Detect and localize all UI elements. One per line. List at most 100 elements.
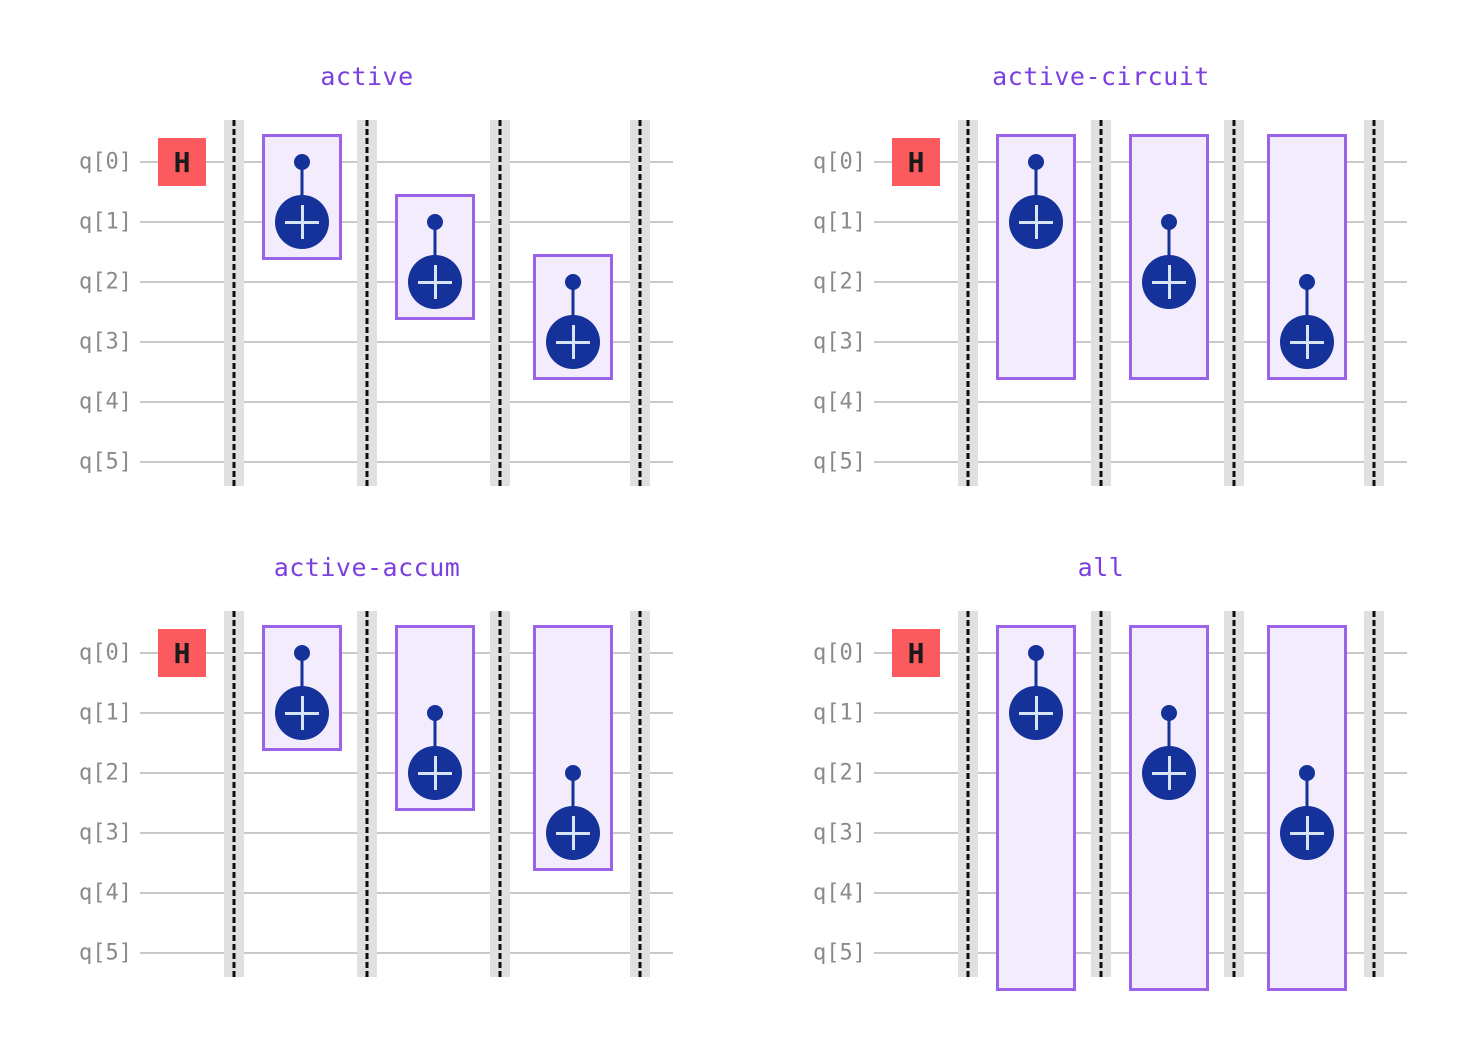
cnot-control-dot	[427, 214, 443, 230]
hadamard-gate-q0[interactable]: H	[158, 138, 206, 186]
barrier-dashed-line-0	[966, 120, 970, 486]
circuit-active-accum: q[0]q[1]q[2]q[3]q[4]q[5]H	[0, 491, 734, 1011]
qubit-label-3: q[3]	[79, 329, 132, 355]
cnot-connector-line	[433, 713, 437, 773]
barrier-dashed-line-0	[232, 611, 236, 977]
qubit-label-2: q[2]	[813, 269, 866, 295]
cnot-control-dot	[565, 765, 581, 781]
qubit-wire-4	[140, 401, 673, 403]
barrier-dashed-line-1	[1099, 120, 1103, 486]
barrier-3	[630, 611, 650, 977]
barrier-1	[357, 120, 377, 486]
cnot-target-circle	[275, 195, 329, 249]
hadamard-gate-q0[interactable]: H	[892, 138, 940, 186]
qubit-label-4: q[4]	[79, 389, 132, 415]
panel-title-active: active	[320, 62, 414, 91]
qubit-label-1: q[1]	[79, 700, 132, 726]
cnot-control-dot	[1299, 765, 1315, 781]
cnot-control-dot	[1161, 214, 1177, 230]
barrier-dashed-line-0	[966, 611, 970, 977]
qubit-label-4: q[4]	[813, 880, 866, 906]
cnot-control-dot	[1028, 154, 1044, 170]
barrier-0	[958, 611, 978, 977]
qubit-wire-4	[140, 892, 673, 894]
cnot-control-dot	[1028, 645, 1044, 661]
barrier-dashed-line-1	[365, 120, 369, 486]
barrier-0	[224, 120, 244, 486]
barrier-dashed-line-3	[1372, 611, 1376, 977]
cnot-connector-line	[433, 222, 437, 282]
cnot-connector-line	[571, 773, 575, 833]
hadamard-gate-q0[interactable]: H	[158, 629, 206, 677]
cnot-control-dot	[294, 154, 310, 170]
cnot-target-circle	[1142, 746, 1196, 800]
cnot-connector-line	[1034, 653, 1038, 713]
barrier-dashed-line-3	[638, 120, 642, 486]
cnot-target-circle	[408, 746, 462, 800]
cnot-control-dot	[565, 274, 581, 290]
qubit-wire-5	[140, 952, 673, 954]
cnot-target-circle	[1280, 315, 1334, 369]
barrier-2	[490, 120, 510, 486]
cnot-target-circle	[1009, 686, 1063, 740]
cnot-connector-line	[1167, 222, 1171, 282]
qubit-label-1: q[1]	[813, 209, 866, 235]
cnot-target-circle	[546, 315, 600, 369]
qubit-label-5: q[5]	[79, 940, 132, 966]
barrier-2	[490, 611, 510, 977]
barrier-dashed-line-2	[1232, 611, 1236, 977]
cnot-connector-line	[571, 282, 575, 342]
cnot-control-dot	[1161, 705, 1177, 721]
barrier-dashed-line-1	[1099, 611, 1103, 977]
qubit-wire-3	[140, 341, 673, 343]
cnot-target-circle	[275, 686, 329, 740]
qubit-label-5: q[5]	[79, 449, 132, 475]
circuit-active: q[0]q[1]q[2]q[3]q[4]q[5]H	[0, 0, 734, 520]
qubit-label-1: q[1]	[813, 700, 866, 726]
barrier-dashed-line-3	[1372, 120, 1376, 486]
barrier-0	[958, 120, 978, 486]
qubit-label-0: q[0]	[813, 149, 866, 175]
qubit-label-3: q[3]	[813, 329, 866, 355]
barrier-3	[1364, 120, 1384, 486]
qubit-label-5: q[5]	[813, 449, 866, 475]
panel-title-all: all	[1077, 553, 1125, 582]
qubit-label-5: q[5]	[813, 940, 866, 966]
highlight-box-1	[1129, 134, 1209, 380]
cnot-connector-line	[300, 162, 304, 222]
qubit-wire-0	[140, 161, 673, 163]
cnot-connector-line	[1167, 713, 1171, 773]
qubit-wire-5	[874, 461, 1407, 463]
cnot-control-dot	[427, 705, 443, 721]
circuit-active-circuit: q[0] q[1] q[2] q[3] q[4] q[5] H	[734, 0, 1468, 520]
qubit-wire-4	[874, 401, 1407, 403]
qubit-label-2: q[2]	[79, 760, 132, 786]
barrier-dashed-line-0	[232, 120, 236, 486]
cnot-control-dot	[294, 645, 310, 661]
qubit-wire-5	[140, 461, 673, 463]
barrier-1	[1091, 611, 1111, 977]
cnot-control-dot	[1299, 274, 1315, 290]
qubit-label-2: q[2]	[813, 760, 866, 786]
hadamard-gate-q0[interactable]: H	[892, 629, 940, 677]
qubit-label-4: q[4]	[813, 389, 866, 415]
circuit-all: q[0]q[1]q[2]q[3]q[4]q[5]H	[734, 491, 1468, 1011]
qubit-label-3: q[3]	[813, 820, 866, 846]
qubit-label-1: q[1]	[79, 209, 132, 235]
cnot-target-circle	[1142, 255, 1196, 309]
barrier-3	[630, 120, 650, 486]
cnot-connector-line	[1034, 162, 1038, 222]
cnot-target-circle	[1009, 195, 1063, 249]
barrier-1	[1091, 120, 1111, 486]
barrier-dashed-line-2	[498, 120, 502, 486]
barrier-3	[1364, 611, 1384, 977]
highlight-box-1	[1129, 625, 1209, 991]
cnot-connector-line	[300, 653, 304, 713]
qubit-wire-3	[140, 832, 673, 834]
barrier-dashed-line-3	[638, 611, 642, 977]
qubit-label-3: q[3]	[79, 820, 132, 846]
